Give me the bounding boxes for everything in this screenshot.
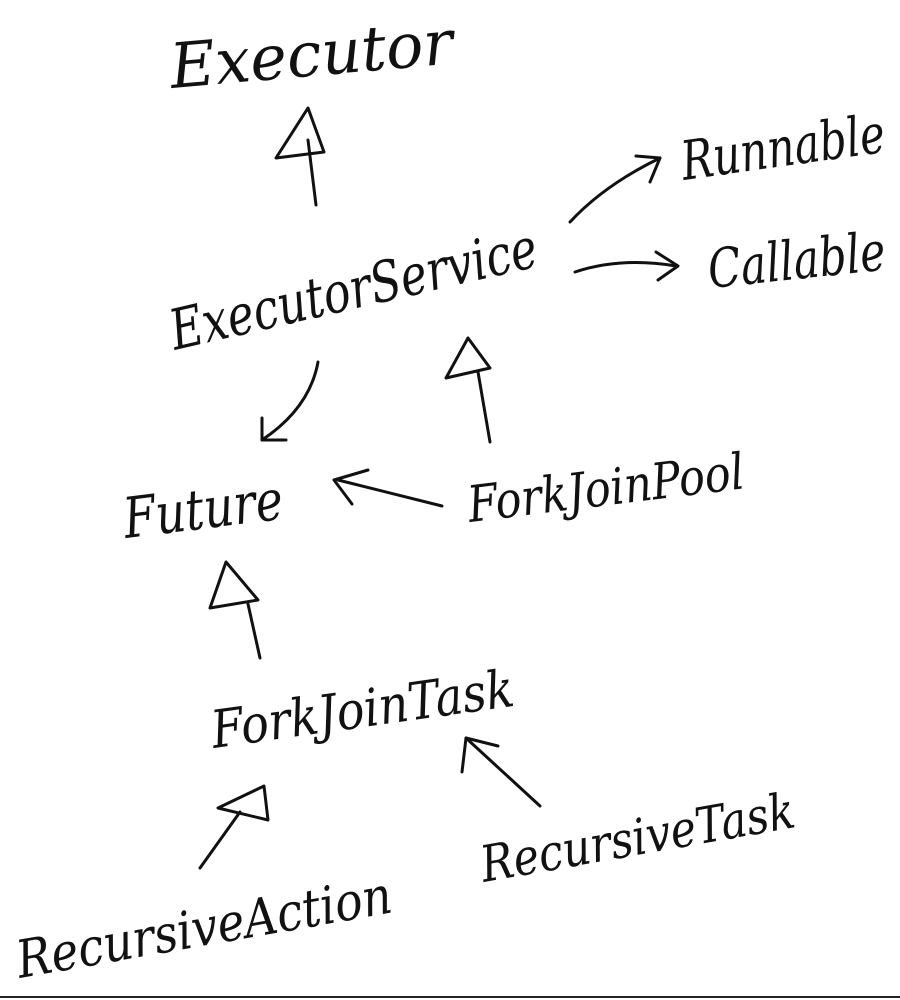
edge-executorservice-to-executor bbox=[274, 106, 326, 207]
node-callable: Callable bbox=[705, 220, 889, 301]
edge-executorservice-to-callable bbox=[573, 250, 680, 282]
node-recursive-task: RecursiveTask bbox=[475, 781, 799, 893]
edge-executorservice-to-runnable bbox=[568, 154, 662, 224]
node-fork-join-task: ForkJoinTask bbox=[207, 659, 518, 761]
node-recursive-action: RecursiveAction bbox=[11, 866, 397, 991]
bottom-border bbox=[0, 996, 900, 998]
node-future: Future bbox=[119, 468, 287, 552]
edge-executorservice-to-future bbox=[260, 360, 320, 442]
node-executor-service: ExecutorService bbox=[163, 216, 544, 364]
edge-forkjoinpool-to-future bbox=[332, 468, 444, 508]
node-fork-join-pool: ForkJoinPool bbox=[464, 442, 748, 534]
edge-forkjointask-to-future bbox=[208, 560, 262, 660]
edge-recursivetask-to-forkjointask bbox=[460, 736, 542, 808]
edge-forkjoinpool-to-executorservice bbox=[444, 336, 492, 444]
edge-recursiveaction-to-forkjointask bbox=[198, 784, 270, 870]
node-runnable: Runnable bbox=[676, 102, 889, 193]
node-executor: Executor bbox=[166, 5, 459, 103]
